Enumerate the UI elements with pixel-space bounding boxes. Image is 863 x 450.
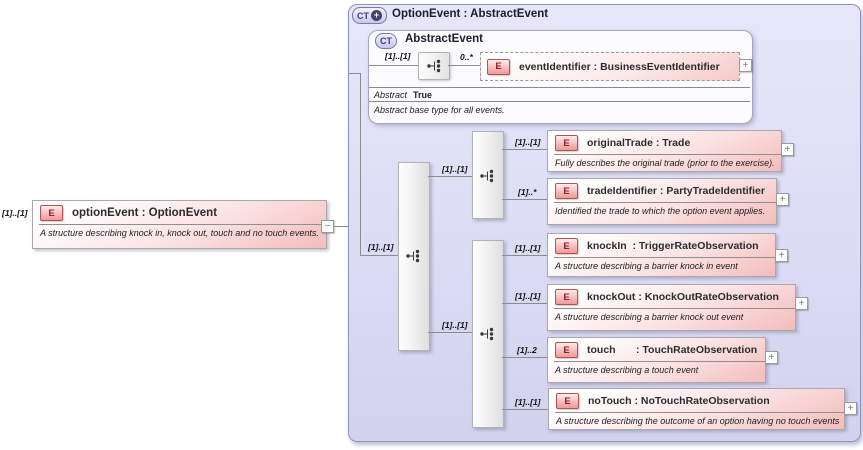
- element-knockOut[interactable]: E knockOut : KnockOutRateObservation A s…: [547, 284, 796, 331]
- property-value: True: [413, 90, 433, 100]
- connector-line: [349, 73, 360, 74]
- element-description: Fully describes the original trade (prio…: [555, 158, 775, 168]
- connector-line: [502, 149, 547, 150]
- element-eventIdentifier[interactable]: E eventIdentifier : BusinessEventIdentif…: [480, 52, 740, 81]
- connector-line: [502, 303, 547, 304]
- element-knockIn[interactable]: E knockIn : TriggerRateObservation A str…: [547, 233, 776, 277]
- expand-button[interactable]: +: [739, 59, 752, 72]
- element-cardinality: [1]..[1]: [515, 291, 541, 301]
- element-title-row: E touch : TouchRateObservation: [548, 338, 765, 361]
- element-title-row: E originalTrade : Trade: [548, 131, 781, 154]
- connector-line: [360, 255, 398, 256]
- element-title-row: E tradeIdentifier : PartyTradeIdentifier: [548, 179, 776, 202]
- model-group-icon: [479, 327, 494, 341]
- element-title: eventIdentifier : BusinessEventIdentifie…: [519, 60, 720, 73]
- element-description: A structure describing a barrier knock i…: [555, 261, 738, 271]
- connector-line: [502, 199, 547, 200]
- element-cardinality: [1]..[1]: [515, 243, 541, 253]
- element-title: knockIn : TriggerRateObservation: [587, 240, 759, 252]
- divider: [39, 224, 326, 225]
- collapse-button[interactable]: −: [321, 220, 334, 233]
- element-icon: E: [487, 58, 510, 75]
- basetype-description: Abstract base type for all events.: [374, 105, 505, 115]
- connector-line: [334, 226, 360, 227]
- extension-plus-icon: +: [371, 10, 382, 21]
- element-tradeIdentifier[interactable]: E tradeIdentifier : PartyTradeIdentifier…: [547, 178, 777, 225]
- element-originalTrade[interactable]: E originalTrade : Trade Fully describes …: [547, 130, 782, 172]
- expand-button[interactable]: +: [781, 143, 794, 156]
- divider: [554, 202, 776, 203]
- divider: [369, 87, 750, 88]
- element-description: Identified the trade to which the option…: [555, 206, 766, 216]
- element-title-row: E noTouch : NoTouchRateObservation: [549, 389, 844, 412]
- main-model-group[interactable]: [398, 162, 430, 351]
- ct-badge-label: CT: [357, 10, 369, 21]
- child-cardinality: 0..*: [460, 52, 473, 62]
- connector-line: [360, 73, 361, 255]
- divider: [555, 412, 844, 413]
- element-cardinality: [1]..[1]: [515, 137, 541, 147]
- element-title: tradeIdentifier : PartyTradeIdentifier: [587, 185, 765, 197]
- root-cardinality: [1]..[1]: [2, 208, 28, 218]
- connector-line: [428, 332, 472, 333]
- group-cardinality: [1]..[1]: [368, 242, 394, 252]
- model-group-icon: [426, 59, 441, 73]
- sequence-compositor[interactable]: [418, 52, 450, 80]
- connector-line: [428, 176, 472, 177]
- element-optionEvent[interactable]: E optionEvent : OptionEvent A structure …: [32, 200, 327, 249]
- element-icon: E: [555, 342, 578, 358]
- element-noTouch[interactable]: E noTouch : NoTouchRateObservation A str…: [548, 388, 845, 430]
- divider: [554, 308, 795, 309]
- element-title: originalTrade : Trade: [587, 137, 691, 149]
- group-cardinality: [1]..[1]: [442, 164, 468, 174]
- connector-line: [502, 357, 547, 358]
- basetype-badge: CT: [375, 33, 397, 49]
- element-title-row: E eventIdentifier : BusinessEventIdentif…: [481, 58, 739, 75]
- model-group-icon: [479, 169, 494, 183]
- basetype-title: AbstractEvent: [405, 33, 483, 45]
- connector-line: [502, 409, 548, 410]
- element-description: A structure describing the outcome of an…: [556, 416, 840, 426]
- element-icon: E: [556, 393, 579, 409]
- element-title-row: E optionEvent : OptionEvent: [33, 201, 326, 224]
- connector-line: [448, 65, 480, 66]
- divider: [554, 257, 775, 258]
- complextype-title: OptionEvent : AbstractEvent: [392, 8, 549, 20]
- element-icon: E: [40, 205, 63, 221]
- group-cardinality: [1]..[1]: [442, 320, 468, 330]
- element-icon: E: [555, 135, 578, 151]
- expand-button[interactable]: +: [795, 297, 808, 310]
- element-cardinality: [1]..[1]: [515, 397, 541, 407]
- expand-button[interactable]: +: [775, 249, 788, 262]
- element-touch[interactable]: E touch : TouchRateObservation A structu…: [547, 337, 766, 383]
- connector-line: [502, 255, 547, 256]
- model-group-icon: [405, 249, 420, 263]
- element-cardinality: [1]..2: [517, 345, 537, 355]
- element-description: A structure describing a touch event: [555, 365, 699, 375]
- element-icon: E: [555, 238, 578, 254]
- expand-button[interactable]: +: [765, 351, 778, 364]
- sequence-cardinality: [1]..[1]: [385, 51, 411, 61]
- property-label: Abstract: [374, 90, 408, 100]
- divider: [369, 101, 750, 102]
- element-description: A structure describing knock in, knock o…: [40, 228, 319, 238]
- expand-button[interactable]: +: [776, 193, 789, 206]
- element-title-row: E knockIn : TriggerRateObservation: [548, 234, 775, 257]
- ct-badge-label: CT: [380, 36, 392, 46]
- divider: [554, 361, 765, 362]
- element-title-row: E knockOut : KnockOutRateObservation: [548, 285, 795, 308]
- element-icon: E: [555, 289, 578, 305]
- element-description: A structure describing a barrier knock o…: [555, 312, 744, 322]
- element-title: knockOut : KnockOutRateObservation: [587, 291, 779, 303]
- divider: [554, 154, 781, 155]
- expand-button[interactable]: +: [844, 402, 857, 415]
- element-cardinality: [1]..*: [518, 187, 537, 197]
- element-icon: E: [555, 183, 578, 199]
- connector-line: [369, 65, 418, 66]
- element-title: noTouch : NoTouchRateObservation: [588, 395, 770, 407]
- complextype-badge: CT +: [352, 7, 387, 24]
- element-title: touch : TouchRateObservation: [587, 344, 758, 356]
- element-title: optionEvent : OptionEvent: [72, 207, 218, 219]
